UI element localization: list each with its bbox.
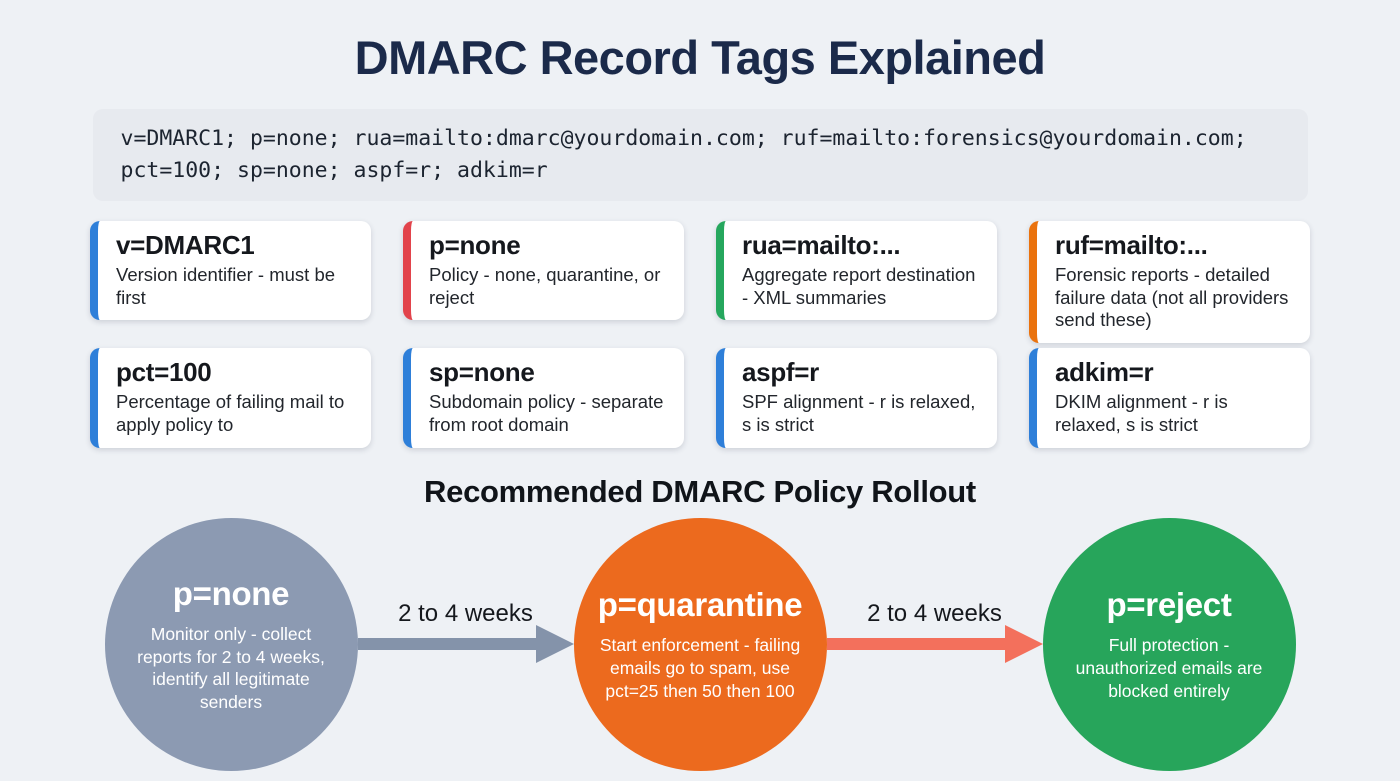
right-arrow-head-icon (535, 625, 574, 664)
arrow-duration-label: 2 to 4 weeks (398, 600, 533, 628)
rollout-stage-reject: p=reject Full protection - unauthorized … (1042, 517, 1296, 771)
tag-card-aspf: aspf=r SPF alignment - r is relaxed, s i… (716, 348, 997, 448)
tag-description: SPF alignment - r is relaxed, s is stric… (742, 391, 976, 435)
right-arrow-icon (357, 638, 540, 651)
tag-description: Subdomain policy - separate from root do… (429, 391, 664, 435)
tag-card-adkim: adkim=r DKIM alignment - r is relaxed, s… (1029, 348, 1310, 448)
tag-description: Policy - none, quarantine, or reject (429, 263, 661, 308)
stage-label: p=none (172, 574, 290, 612)
rollout-stage-quarantine: p=quarantine Start enforcement - failing… (573, 517, 827, 771)
rollout-section-title: Recommended DMARC Policy Rollout (424, 473, 976, 509)
stage-description: Monitor only - collect reports for 2 to … (137, 623, 325, 712)
tag-card-p: p=none Policy - none, quarantine, or rej… (403, 220, 684, 321)
tag-card-ruf: ruf=mailto:... Forensic reports - detail… (1029, 220, 1310, 344)
tag-name: adkim=r (1055, 357, 1154, 388)
tag-name: ruf=mailto:... (1055, 229, 1208, 260)
right-arrow-icon (826, 638, 1009, 651)
tag-name: p=none (429, 229, 521, 260)
tag-name: sp=none (429, 357, 535, 388)
stage-label: p=reject (1106, 586, 1232, 624)
rollout-arrow-1: 2 to 4 weeks (357, 518, 574, 771)
tag-card-v: v=DMARC1 Version identifier - must be fi… (90, 220, 371, 321)
page-title: DMARC Record Tags Explained (354, 31, 1046, 84)
right-arrow-head-icon (1004, 625, 1043, 664)
rollout-arrow-2: 2 to 4 weeks (826, 518, 1043, 771)
tag-description: Percentage of failing mail to apply poli… (116, 391, 345, 435)
stage-label: p=quarantine (597, 586, 803, 624)
stage-description: Full protection - unauthorized emails ar… (1075, 635, 1263, 701)
tag-description: Forensic reports - detailed failure data… (1055, 263, 1289, 331)
tag-name: rua=mailto:... (742, 229, 901, 260)
tag-description: Aggregate report destination - XML summa… (742, 263, 976, 308)
rollout-diagram: p=none Monitor only - collect reports fo… (0, 517, 1400, 771)
tag-card-pct: pct=100 Percentage of failing mail to ap… (90, 348, 371, 448)
rollout-stage-none: p=none Monitor only - collect reports fo… (104, 517, 358, 771)
tag-card-rua: rua=mailto:... Aggregate report destinat… (716, 220, 997, 321)
tag-name: v=DMARC1 (116, 229, 255, 260)
tag-description: Version identifier - must be first (116, 263, 336, 308)
tag-card-sp: sp=none Subdomain policy - separate from… (403, 348, 684, 448)
tag-description: DKIM alignment - r is relaxed, s is stri… (1055, 391, 1228, 435)
dmarc-record-text: v=DMARC1; p=none; rua=mailto:dmarc@yourd… (120, 126, 1247, 183)
dmarc-record-code-block: v=DMARC1; p=none; rua=mailto:dmarc@yourd… (92, 109, 1308, 201)
arrow-duration-label: 2 to 4 weeks (867, 600, 1002, 628)
tag-name: aspf=r (742, 357, 819, 388)
stage-description: Start enforcement - failing emails go to… (599, 635, 801, 701)
tag-cards-grid: v=DMARC1 Version identifier - must be fi… (90, 220, 1310, 448)
tag-name: pct=100 (116, 357, 212, 388)
